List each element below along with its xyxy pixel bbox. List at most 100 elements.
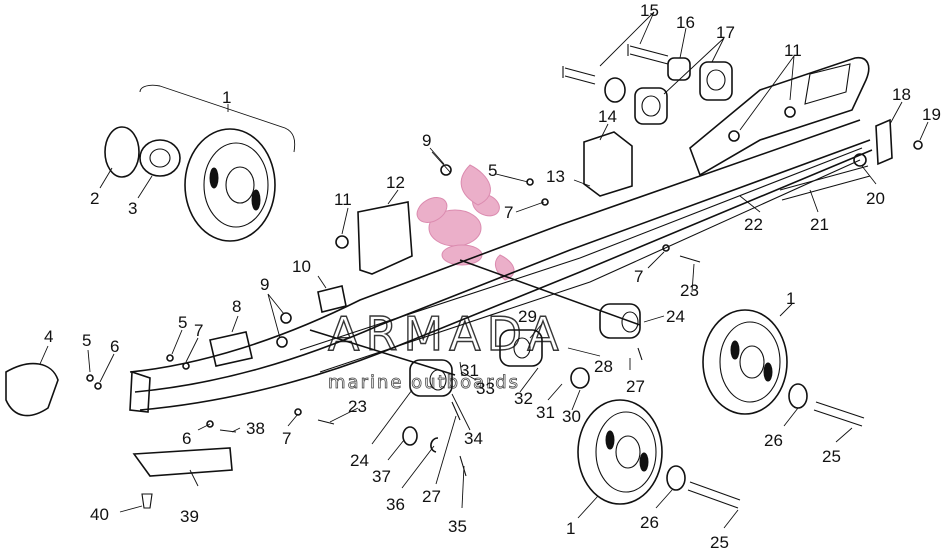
callout-30: 30: [562, 407, 581, 426]
arm-rod-lower: [309, 329, 456, 376]
callout-7-mid: 7: [194, 321, 203, 340]
callout-16: 16: [676, 13, 695, 32]
callout-39: 39: [180, 507, 199, 526]
callout-31-mid: 31: [536, 403, 555, 422]
callout-11-left: 11: [334, 190, 352, 209]
main-rail-top: [129, 119, 861, 373]
leader-lines: [39, 11, 929, 529]
mount-plate: [357, 201, 413, 275]
tip-guard: [5, 362, 59, 417]
main-rail-mid: [134, 139, 871, 393]
callout-17: 17: [716, 23, 735, 42]
callout-35: 35: [448, 517, 467, 536]
callout-1-top: 1: [222, 88, 231, 107]
bearing: [139, 139, 181, 177]
front-rail-tip: [129, 370, 151, 413]
slide-strip-lower: [319, 159, 861, 373]
watermark-logo: ARMADA marine outboards: [327, 164, 565, 393]
axle-bolt-right: [813, 401, 865, 427]
callout-25-right: 25: [822, 447, 841, 466]
bolt-long: [779, 165, 871, 201]
spacer-right: [599, 303, 641, 339]
callout-18: 18: [892, 85, 911, 104]
callout-36: 36: [386, 495, 405, 514]
bushing-30: [570, 367, 590, 389]
wheel-group-bracket: [139, 84, 296, 153]
callout-8: 8: [232, 297, 241, 316]
callout-7-top: 7: [504, 203, 513, 222]
washer-right: [788, 383, 808, 409]
washer-bottom: [666, 465, 686, 491]
spacer-left: [409, 359, 453, 397]
callout-13: 13: [546, 167, 565, 186]
slide-strip-upper: [299, 147, 863, 351]
snap-ring: [104, 126, 140, 178]
rear-bracket: [875, 118, 893, 166]
callout-38: 38: [246, 419, 265, 438]
callout-11-right: 11: [784, 41, 802, 60]
callout-33: 33: [476, 379, 495, 398]
callout-24-right: 24: [666, 307, 685, 326]
stop-block-small: [209, 331, 253, 367]
callout-15: 15: [640, 1, 659, 20]
callout-23-left: 23: [348, 397, 367, 416]
flower-emblem-icon: [416, 164, 515, 281]
callout-24-left: 24: [350, 451, 369, 470]
callout-labels: 1 2 3 4 5 6 5 7 8 9 10 11 12 9 5 7 13 14…: [44, 1, 941, 550]
spacer-mid: [499, 329, 543, 367]
callout-26-bottom: 26: [640, 513, 659, 532]
callout-9-left: 9: [260, 275, 269, 294]
callout-14: 14: [598, 107, 617, 126]
callout-27-left: 27: [422, 487, 441, 506]
callout-37: 37: [372, 467, 391, 486]
callout-6-bottom: 6: [182, 429, 191, 448]
rail-end-slot: [804, 63, 851, 105]
callout-5-left: 5: [82, 331, 91, 350]
bolt-upper-pair: [562, 44, 669, 85]
callout-40: 40: [90, 505, 109, 524]
washer-37: [402, 426, 418, 446]
idler-wheel-bottom: [577, 399, 663, 505]
axle-bolt-bottom: [687, 481, 741, 509]
callout-19: 19: [922, 105, 941, 124]
callout-6-left: 6: [110, 337, 119, 356]
callout-1-right: 1: [786, 289, 795, 308]
nut-group: [86, 106, 923, 428]
callout-2: 2: [90, 189, 99, 208]
snap-ring-36: [430, 437, 439, 453]
idler-wheel-right: [702, 309, 788, 415]
callout-21: 21: [810, 215, 829, 234]
callout-4: 4: [44, 327, 53, 346]
callout-28: 28: [594, 357, 613, 376]
callout-25-bottom: 25: [710, 533, 729, 550]
callout-23-right: 23: [680, 281, 699, 300]
callout-32: 32: [514, 389, 533, 408]
bushing-set: [604, 57, 733, 125]
callout-7-right: 7: [634, 267, 643, 286]
watermark-brand: ARMADA: [328, 307, 565, 361]
callout-3: 3: [128, 199, 137, 218]
callout-7-bottom: 7: [282, 429, 291, 448]
callout-26-right: 26: [764, 431, 783, 450]
callout-5-mid: 5: [178, 313, 187, 332]
callout-29: 29: [518, 307, 537, 326]
rail-assembly: [129, 56, 873, 413]
pin: [141, 493, 153, 509]
idler-wheel-top: [184, 128, 276, 242]
callout-34: 34: [464, 429, 483, 448]
bracket-clip: [317, 285, 347, 313]
callout-20: 20: [866, 189, 885, 208]
callout-27-right: 27: [626, 377, 645, 396]
callout-1-bottom: 1: [566, 519, 575, 538]
arm-rod: [459, 259, 641, 326]
stop-block: [583, 131, 633, 197]
wear-bar: [132, 447, 233, 477]
callout-31-right: 31: [460, 361, 479, 380]
callout-10: 10: [292, 257, 311, 276]
callout-9-top: 9: [422, 131, 431, 150]
callout-12: 12: [386, 173, 405, 192]
callout-22: 22: [744, 215, 763, 234]
rail-end-plate: [689, 56, 870, 177]
callout-5-top: 5: [488, 161, 497, 180]
